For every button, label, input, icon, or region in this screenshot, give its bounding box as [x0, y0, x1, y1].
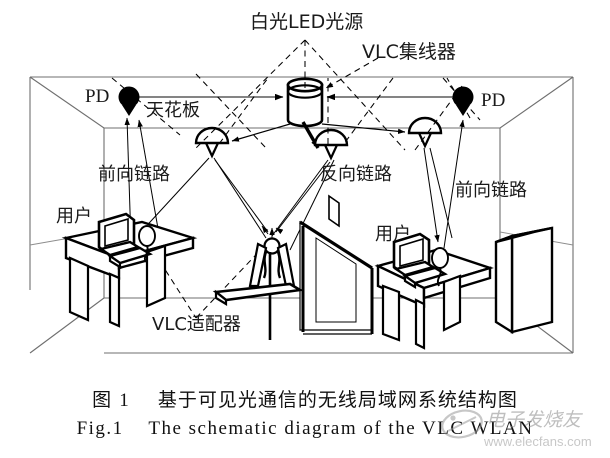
- uplink-tripod-right: [275, 161, 331, 233]
- dash-ray-7: [442, 77, 481, 121]
- user-right-label: 用户: [375, 224, 411, 245]
- dash-ray-6: [414, 85, 463, 151]
- ray-right-lamp-aux: [429, 147, 453, 239]
- dash-ray-5: [342, 77, 394, 146]
- ray-right-lamp-to-user-right: [423, 147, 440, 243]
- caption-en-text: The schematic diagram of the VLC WLAN: [148, 418, 534, 439]
- cabinet-right: [494, 226, 554, 335]
- ceiling-right-diagonal: [499, 76, 574, 129]
- tripod-arrow-c: [275, 227, 284, 235]
- vlc-adapter-label: VLC适配器: [152, 314, 241, 335]
- photodetector-left: [118, 86, 140, 116]
- floor-left-diagonal: [29, 297, 105, 354]
- ceiling-left-diagonal: [29, 76, 105, 129]
- ray-left-lamp-to-tripod: [213, 157, 267, 239]
- caption-chinese: 图 1 基于可见光通信的无线局域网系统结构图: [0, 385, 610, 412]
- dash-ray-1: [111, 77, 181, 136]
- uplink-left-aux-to-pd: [137, 119, 161, 241]
- computer-right: [392, 232, 448, 289]
- leader-led-source-right: [304, 39, 406, 151]
- feed-hub-to-left-lamp: [231, 123, 291, 142]
- vlc-adapter-tripod: [212, 237, 304, 340]
- vlc-hub-label: VLC集线器: [362, 41, 456, 63]
- partition-wall: [299, 194, 374, 335]
- user-left-label: 用户: [56, 206, 92, 227]
- dash-ray-3: [212, 77, 269, 153]
- caption-en-prefix: Fig.1: [76, 418, 124, 439]
- leader-led-source-left: [195, 39, 306, 149]
- caption-cn-text: 基于可见光通信的无线局域网系统结构图: [157, 389, 518, 411]
- ray-center-lamp-down: [289, 159, 335, 251]
- vlc-wlan-schematic: PD PD 天花板 前向链路 反向链路 前向链路 用户 用户 VLC适配器 白光…: [29, 11, 574, 354]
- caption-cn-number: 1: [119, 390, 130, 411]
- pd-left-label: PD: [85, 86, 109, 107]
- tripod-arrow-a: [261, 225, 269, 235]
- vlc-adapter-right: [431, 247, 449, 287]
- forward-link-right-label: 前向链路: [455, 180, 527, 201]
- feed-hub-to-right-lamp: [321, 123, 406, 135]
- uplink-tripod-left: [214, 159, 269, 233]
- computer-left: [97, 212, 153, 269]
- room-enclosure: [29, 76, 574, 354]
- led-lamp-right: [407, 116, 443, 149]
- ceiling-label: 天花板: [146, 100, 200, 121]
- caption-english: Fig.1 The schematic diagram of the VLC W…: [0, 418, 610, 440]
- forward-link-left-label: 前向链路: [98, 164, 170, 185]
- reverse-link-label: 反向链路: [320, 164, 392, 185]
- ray-center-lamp-to-tripod: [271, 159, 329, 237]
- dash-ray-2: [195, 73, 267, 149]
- led-lamp-center: [313, 128, 349, 161]
- photodetector-right: [452, 86, 474, 116]
- caption-cn-prefix: 图: [92, 390, 113, 411]
- white-led-source-label: 白光LED光源: [250, 11, 363, 33]
- pd-right-label: PD: [481, 90, 505, 111]
- solid-light-rays: [124, 117, 465, 251]
- led-lamp-left: [194, 126, 230, 159]
- desk-left: [61, 220, 198, 328]
- dash-ray-8: [446, 77, 471, 119]
- uplink-right-user-to-pd: [443, 119, 465, 249]
- vlc-adapter-left: [138, 225, 156, 263]
- hub-lamp-feeds: [231, 123, 406, 142]
